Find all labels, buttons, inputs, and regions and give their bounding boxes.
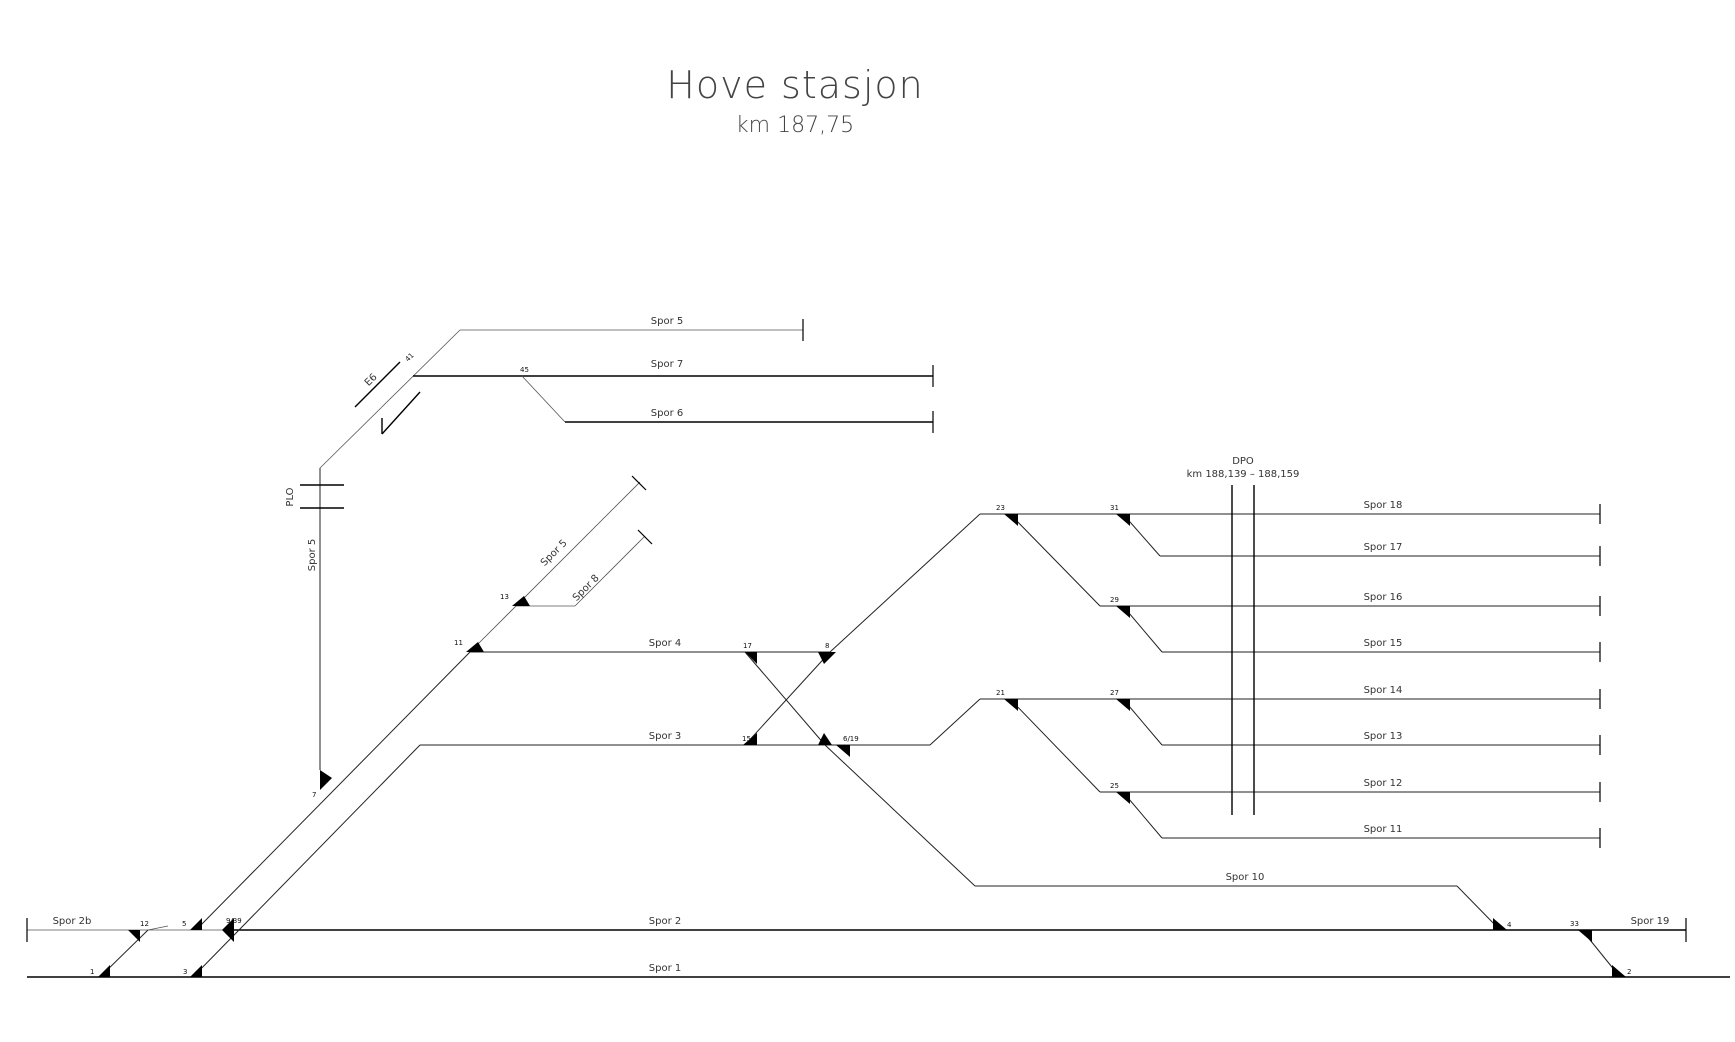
switch-number-3: 3 (183, 968, 187, 976)
switch-number-4: 4 (1507, 921, 1512, 929)
track-spor-9-diag (469, 481, 641, 653)
switch-number-27: 27 (1110, 689, 1119, 697)
switch-number-13: 13 (500, 593, 509, 601)
diag-23-29 (1009, 513, 1101, 607)
diagram-subtitle: km 187,75 (736, 113, 854, 138)
crossover-15-8 (744, 651, 831, 746)
switch-27-marker (1116, 699, 1130, 711)
switch-number-31: 31 (1110, 504, 1119, 512)
switch-number-6-19: 6/19 (843, 735, 859, 743)
track-spor-8-diag-b (574, 535, 646, 607)
crossover-3-5 (147, 925, 169, 931)
diag-spor-6 (521, 375, 566, 423)
crossover-spor-3-to-upper-yard (829, 513, 981, 653)
switch-23-marker (1004, 514, 1018, 526)
diag-spor-4 (195, 651, 471, 931)
switch-number-17: 17 (743, 642, 752, 650)
switch-number-41: 41 (404, 351, 416, 363)
crossover-17-6 (744, 651, 826, 746)
switch-number-23: 23 (996, 504, 1005, 512)
switch-33-marker (1578, 930, 1592, 942)
label-spor-2: Spor 2 (649, 916, 681, 927)
switch-4-marker (1493, 918, 1507, 930)
e6-bridge-lower (381, 391, 421, 435)
label-e6: E6 (363, 372, 380, 389)
switch-6-19-marker-a (818, 733, 832, 745)
label-spor-9: Spor 5 (539, 538, 570, 569)
switch-number-29: 29 (1110, 596, 1119, 604)
switch-number-2: 2 (1627, 968, 1631, 976)
switch-markers (98, 514, 1626, 977)
label-spor-8: Spor 8 (571, 573, 602, 604)
switch-number-25: 25 (1110, 782, 1119, 790)
switch-number-9-39: 9/39 (226, 917, 242, 925)
switch-9-39-marker-a (222, 918, 234, 930)
switch-21-marker (1004, 699, 1018, 711)
switch-31-marker (1116, 514, 1130, 526)
switch-7-marker (320, 770, 332, 790)
label-plo: PLO (285, 487, 296, 506)
label-spor-7: Spor 7 (651, 359, 683, 370)
label-dpo: DPO (1232, 456, 1254, 467)
label-spor-3: Spor 3 (649, 731, 681, 742)
label-spor-5-vertical: Spor 5 (307, 539, 318, 571)
label-spor-4: Spor 4 (649, 638, 681, 649)
label-spor-17: Spor 17 (1364, 542, 1403, 553)
label-spor-1: Spor 1 (649, 963, 681, 974)
switch-29-marker (1116, 606, 1130, 618)
track-labels: Spor 1 Spor 2 Spor 2b Spor 19 Spor 3 Spo… (53, 316, 1670, 974)
switch-numbers: 1 12 3 5 9/39 7 11 13 17 8 15 6/19 23 31… (90, 351, 1631, 976)
switch-number-12: 12 (140, 920, 149, 928)
switch-15-marker (743, 733, 757, 745)
switch-25-marker (1116, 792, 1130, 804)
label-spor-18: Spor 18 (1364, 500, 1403, 511)
switch-6-19-marker-b (836, 745, 850, 757)
track-spor-3-ext (929, 698, 981, 746)
switch-number-33: 33 (1570, 920, 1579, 928)
label-spor-12: Spor 12 (1364, 778, 1403, 789)
switch-1-marker (98, 965, 110, 977)
label-spor-10: Spor 10 (1226, 872, 1265, 883)
switch-13-marker (512, 596, 530, 606)
switch-number-15: 15 (742, 735, 751, 743)
label-spor-16: Spor 16 (1364, 592, 1403, 603)
switch-11-marker (466, 642, 484, 652)
diag-spor-3 (192, 744, 421, 978)
e6-bridge-upper (354, 361, 401, 408)
switch-17-marker (745, 652, 757, 664)
track-lines (26, 319, 1730, 978)
label-spor-5-top: Spor 5 (651, 316, 683, 327)
switch-number-11: 11 (454, 639, 463, 647)
diag-21-25 (1009, 698, 1101, 793)
label-spor-2b: Spor 2b (53, 916, 92, 927)
switch-8-marker (818, 652, 836, 664)
switch-5-marker (190, 918, 202, 930)
label-dpo-km: km 188,139 – 188,159 (1187, 469, 1300, 480)
switch-9-39-marker-b (222, 930, 234, 942)
label-spor-14: Spor 14 (1364, 685, 1403, 696)
switch-number-7: 7 (312, 791, 316, 799)
switch-number-1: 1 (90, 968, 94, 976)
label-spor-19: Spor 19 (1631, 916, 1670, 927)
switch-number-21: 21 (996, 689, 1005, 697)
switch-number-45: 45 (520, 366, 529, 374)
switch-number-5: 5 (182, 920, 186, 928)
label-spor-11: Spor 11 (1364, 824, 1403, 835)
diag-spor-10-to-spor-2 (1456, 885, 1501, 931)
label-spor-6: Spor 6 (651, 408, 683, 419)
buffer-stop-spor-9 (631, 475, 647, 491)
diag-spor-10 (824, 744, 976, 887)
switch-12-marker (128, 930, 140, 942)
buffer-stop-spor-8 (637, 529, 653, 545)
diagram-title: Hove stasjon (666, 63, 923, 107)
track-spor-5-diag (319, 329, 461, 469)
switch-2-marker (1612, 965, 1626, 977)
switch-number-8: 8 (825, 642, 829, 650)
label-spor-13: Spor 13 (1364, 731, 1403, 742)
switch-3-marker (190, 965, 202, 977)
label-spor-15: Spor 15 (1364, 638, 1403, 649)
